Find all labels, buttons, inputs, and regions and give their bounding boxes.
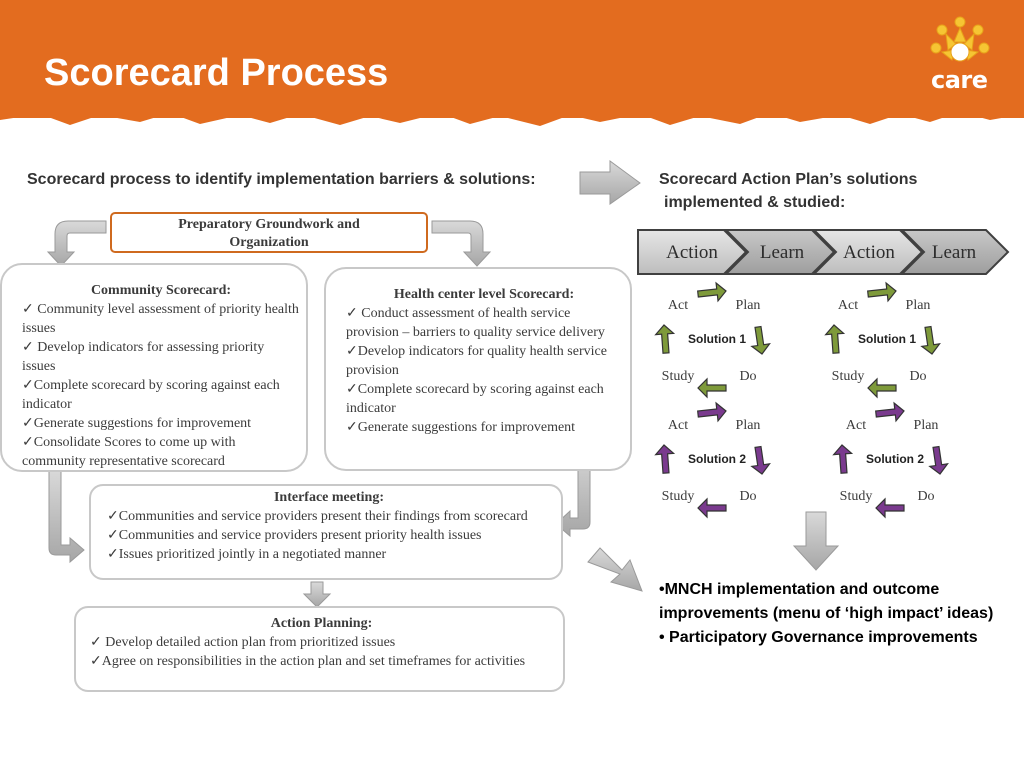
action-learn-chevrons: Action Learn Action Learn <box>637 229 1010 275</box>
cycle-act-label: Act <box>668 418 688 433</box>
interface-item: ✓Communities and service providers prese… <box>107 509 528 524</box>
chevron-label: Action <box>843 242 895 263</box>
cycle-do-label: Do <box>739 369 756 384</box>
chevron-label: Action <box>666 242 718 263</box>
action-planning-box: Action Planning: ✓ Develop detailed acti… <box>74 606 565 692</box>
cycle-arrow-icon <box>832 444 854 474</box>
community-item: ✓ Community level assessment of priority… <box>22 302 299 336</box>
action-planning-title: Action Planning: <box>270 616 373 631</box>
cycle-act-label: Act <box>846 418 866 433</box>
chevron-learn-1 <box>723 229 836 275</box>
cycle-solution-label: Solution 2 <box>866 452 924 466</box>
community-to-interface-arrow <box>48 469 85 564</box>
cycle-act-label: Act <box>838 298 858 313</box>
chevron-learn-2 <box>899 229 1010 275</box>
slide-title: Scorecard Process <box>44 52 389 94</box>
cycle-arrow-icon <box>875 401 905 423</box>
community-item: ✓Generate suggestions for improvement <box>22 416 252 431</box>
cycle-solution-label: Solution 1 <box>858 332 916 346</box>
community-item: ✓Consolidate Scores to come up with comm… <box>22 435 236 469</box>
chevron-label: Learn <box>932 242 977 263</box>
health-title: Health center level Scorecard: <box>393 287 575 302</box>
interface-item: ✓Issues prioritized jointly in a negotia… <box>107 547 387 562</box>
cycle-study-label: Study <box>662 489 695 504</box>
cycle-act-label: Act <box>668 298 688 313</box>
cycle-do-label: Do <box>909 369 926 384</box>
cycle-arrow-icon <box>697 401 727 423</box>
prep-line1: Preparatory Groundwork and <box>178 217 360 232</box>
cycle-arrow-icon <box>654 444 676 474</box>
right-heading-line2: implemented & studied: <box>664 194 846 211</box>
cycle-arrow-icon <box>654 324 676 354</box>
cycle-do-label: Do <box>739 489 756 504</box>
right-heading-line1: Scorecard Action Plan’s solutions <box>659 171 918 188</box>
header-banner <box>0 0 1024 118</box>
cycle-plan-label: Plan <box>736 418 761 433</box>
cycle-plan-label: Plan <box>906 298 931 313</box>
health-center-scorecard-box: Health center level Scorecard: ✓ Conduct… <box>324 267 632 471</box>
outcome-item: •MNCH implementation and outcome improve… <box>659 581 994 622</box>
interface-title: Interface meeting: <box>273 490 384 505</box>
prep-line2: Organization <box>229 235 309 250</box>
community-item: ✓ Develop indicators for assessing prior… <box>22 340 265 374</box>
cycle-arrow-icon <box>867 281 897 303</box>
health-item: ✓Generate suggestions for improvement <box>346 420 576 435</box>
to-outcomes-arrow <box>587 547 643 592</box>
interface-to-action-arrow <box>302 581 332 608</box>
cycle-arrow-icon <box>750 325 771 355</box>
header-torn-edge <box>0 100 1024 126</box>
cycle-solution-label: Solution 2 <box>688 452 746 466</box>
interface-item: ✓Communities and service providers prese… <box>107 528 482 543</box>
logo-text: care <box>931 66 988 94</box>
action-planning-item: ✓ Develop detailed action plan from prio… <box>90 635 396 650</box>
cycle-arrow-icon <box>697 497 727 519</box>
outcomes-list: •MNCH implementation and outcome improve… <box>659 578 999 650</box>
health-item: ✓Develop indicators for quality health s… <box>346 344 607 378</box>
cycle-study-label: Study <box>840 489 873 504</box>
prep-groundwork-box: Preparatory Groundwork and Organization <box>110 212 428 253</box>
health-item: ✓Complete scorecard by scoring against e… <box>346 382 604 416</box>
chevron-action-2 <box>811 229 924 275</box>
cycles-to-outcomes-arrow <box>792 511 840 571</box>
cycle-study-label: Study <box>832 369 865 384</box>
action-planning-item: ✓Agree on responsibilities in the action… <box>90 654 526 669</box>
cycle-arrow-icon <box>750 445 771 475</box>
community-scorecard-box: Community Scorecard: ✓ Community level a… <box>0 263 308 472</box>
community-title: Community Scorecard: <box>90 283 232 298</box>
outcome-item: • Participatory Governance improvements <box>659 629 978 646</box>
chevron-action-1 <box>637 229 748 275</box>
health-item: ✓ Conduct assessment of health service p… <box>346 306 605 340</box>
cycle-arrow-icon <box>824 324 846 354</box>
cycle-arrow-icon <box>697 377 727 399</box>
community-item: ✓Complete scorecard by scoring against e… <box>22 378 280 412</box>
chevron-label: Learn <box>760 242 805 263</box>
cycle-arrow-icon <box>928 445 949 475</box>
interface-meeting-box: Interface meeting: ✓Communities and serv… <box>89 484 563 580</box>
cycle-plan-label: Plan <box>914 418 939 433</box>
cycle-arrow-icon <box>875 497 905 519</box>
cycle-study-label: Study <box>662 369 695 384</box>
care-logo <box>930 16 990 62</box>
cycle-plan-label: Plan <box>736 298 761 313</box>
cycle-do-label: Do <box>917 489 934 504</box>
cycle-arrow-icon <box>697 281 727 303</box>
cycle-arrow-icon <box>867 377 897 399</box>
heading-right-arrow <box>579 160 641 205</box>
prep-to-community-arrow <box>46 220 107 267</box>
cycle-arrow-icon <box>920 325 941 355</box>
prep-to-health-arrow <box>431 220 492 267</box>
left-heading: Scorecard process to identify implementa… <box>27 171 536 188</box>
cycle-solution-label: Solution 1 <box>688 332 746 346</box>
